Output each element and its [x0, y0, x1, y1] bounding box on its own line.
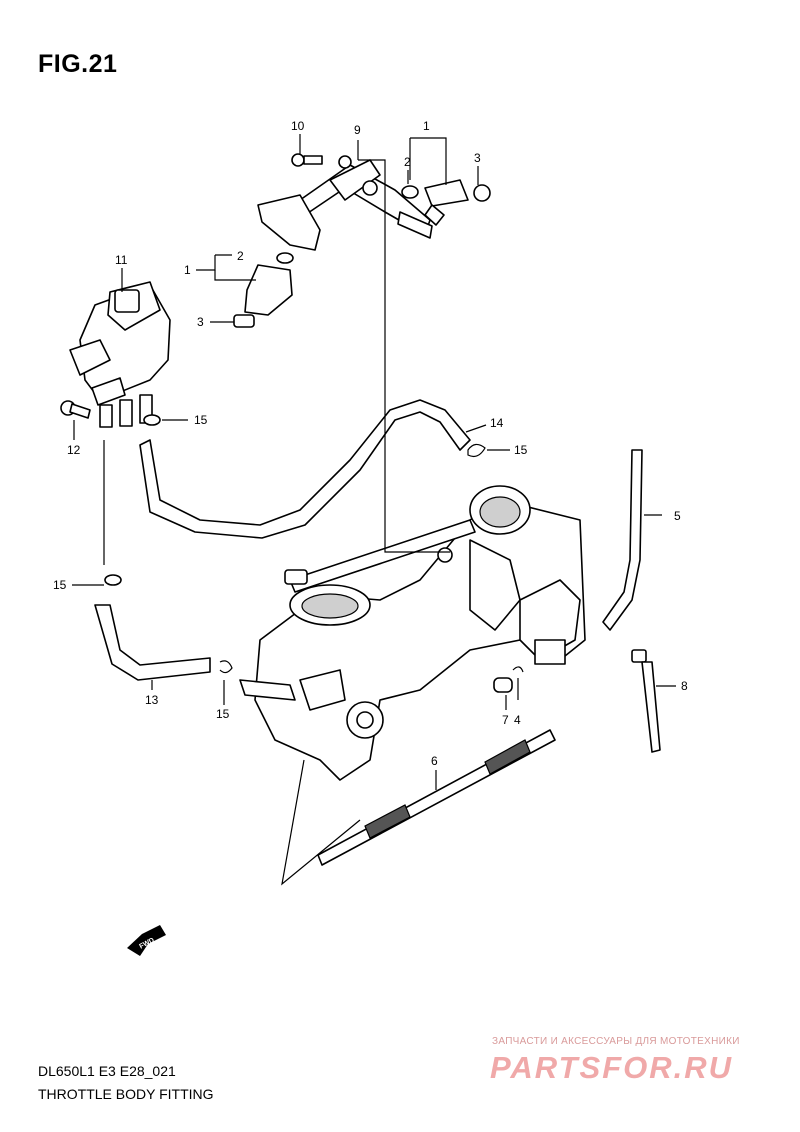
callout-15: 15 [514, 443, 528, 457]
callout-14: 14 [490, 416, 504, 430]
mounting-bolt-part [60, 400, 91, 419]
callout-1: 1 [184, 263, 191, 277]
callout-1: 1 [423, 119, 430, 133]
clip-part [143, 414, 161, 426]
callout-15: 15 [194, 413, 208, 427]
fuel-rail-part [257, 155, 433, 251]
callout-15: 15 [216, 707, 230, 721]
bolt-part [291, 153, 323, 167]
clip-part [104, 574, 122, 586]
figure-title: FIG.21 [38, 50, 118, 78]
throttle-rod-part [317, 729, 556, 866]
callout-13: 13 [145, 693, 159, 707]
callout-2: 2 [404, 155, 411, 169]
watermark-logo: PARTSFOR.RU [490, 1050, 734, 1085]
watermark-tagline: ЗАПЧАСТИ И АКСЕССУАРЫ ДЛЯ МОТОТЕХНИКИ [492, 1036, 740, 1047]
callout-labels: 1 2 3 1 2 3 4 5 6 7 8 9 10 11 12 13 14 1… [53, 119, 688, 768]
callout-12: 12 [67, 443, 81, 457]
callout-10: 10 [291, 119, 305, 133]
leader-lines [72, 134, 676, 886]
callout-4: 4 [514, 713, 521, 727]
callout-3: 3 [197, 315, 204, 329]
spring-clip-part [512, 666, 524, 673]
hose-part [139, 399, 471, 539]
callout-8: 8 [681, 679, 688, 693]
injector-upper-part [401, 179, 491, 226]
diagram-code: DL650L1 E3 E28_021 [38, 1063, 176, 1079]
cap-part [493, 677, 513, 693]
callout-11: 11 [115, 253, 128, 267]
vent-hose-part [602, 449, 643, 631]
diagram-name: THROTTLE BODY FITTING [38, 1086, 214, 1102]
clip-part [219, 660, 233, 674]
callout-3: 3 [474, 151, 481, 165]
callout-2: 2 [237, 249, 244, 263]
forward-arrow-icon: FWD [127, 925, 166, 956]
injector-lower-part [233, 252, 294, 328]
cable-tie-part [631, 649, 661, 753]
hose-clip-part [467, 443, 486, 458]
callout-15: 15 [53, 578, 67, 592]
callout-6: 6 [431, 754, 438, 768]
callout-9: 9 [354, 123, 361, 137]
throttle-body-assembly [239, 485, 586, 781]
callout-7: 7 [502, 713, 509, 727]
short-hose-part [94, 604, 211, 681]
idle-speed-valve-part [69, 281, 171, 428]
callout-5: 5 [674, 509, 681, 523]
